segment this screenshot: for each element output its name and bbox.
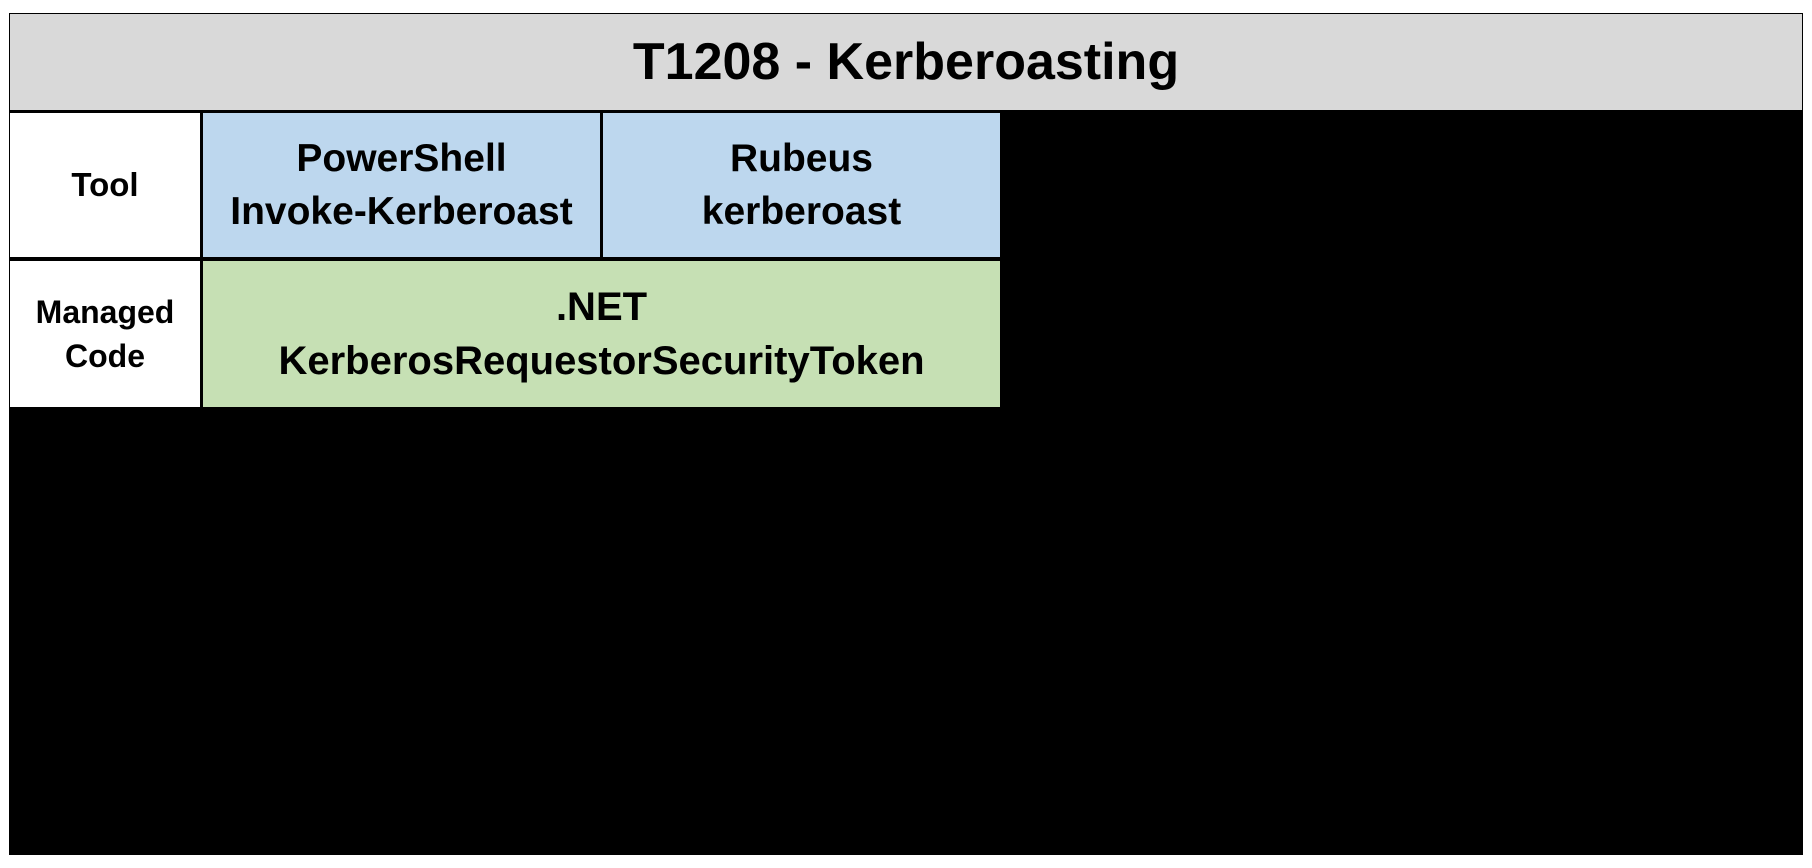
tool-label-text: Tool	[71, 166, 139, 203]
managed-label-line1: Managed	[35, 294, 175, 330]
row-label-managed-code: Managed Code	[10, 261, 200, 407]
managed-label-line2: Code	[65, 338, 145, 374]
tool-powershell-line1: PowerShell	[296, 137, 507, 180]
managed-code-cell-dotnet: .NET KerberosRequestorSecurityToken	[203, 261, 1000, 407]
row-label-tool: Tool	[10, 113, 200, 257]
managed-code-line2: KerberosRequestorSecurityToken	[278, 339, 925, 383]
diagram-title: T1208 - Kerberoasting	[10, 14, 1802, 110]
tool-cell-powershell: PowerShell Invoke-Kerberoast	[203, 113, 600, 257]
managed-code-line1: .NET	[555, 285, 648, 329]
tool-cell-rubeus: Rubeus kerberoast	[603, 113, 1000, 257]
tool-rubeus-line2: kerberoast	[701, 190, 902, 233]
tool-rubeus-line1: Rubeus	[729, 137, 873, 180]
title-text: T1208 - Kerberoasting	[632, 33, 1180, 91]
tool-powershell-line2: Invoke-Kerberoast	[230, 190, 573, 233]
